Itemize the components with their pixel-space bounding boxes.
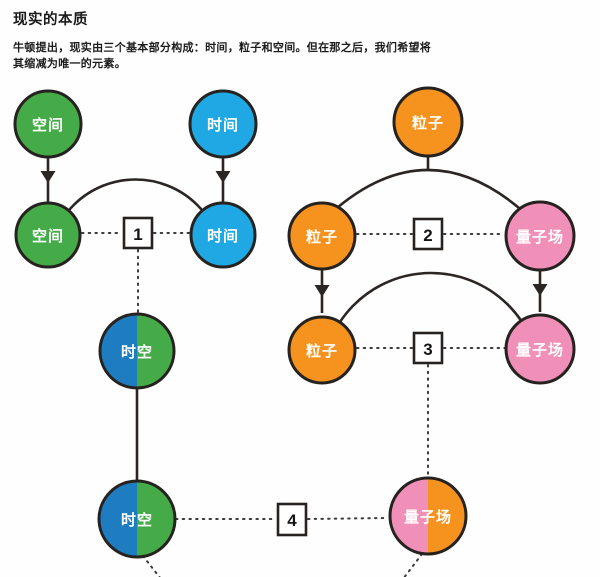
box-number: 2 <box>423 226 432 245</box>
box-frame <box>122 216 154 250</box>
spacetime-left-half <box>137 314 174 388</box>
intro-line-1: 牛顿提出，现实由三个基本部分构成：时间，粒子和空间。但在那之后，我们希望将 <box>13 42 432 54</box>
node-label: 粒子 <box>306 228 338 246</box>
node-space-top <box>13 89 83 159</box>
node-label: 量子场 <box>404 509 452 526</box>
node-label: 时间 <box>207 227 239 245</box>
arrowhead-icon <box>532 284 548 296</box>
intro-line-2: 其缩减为唯一的元素。 <box>13 57 126 70</box>
relation-box-2: 2 <box>412 217 444 251</box>
arrowhead-icon <box>314 285 330 297</box>
dotted-qfield-bottom-tail <box>403 553 423 577</box>
box-frame <box>412 217 444 251</box>
box-number: 1 <box>133 225 142 244</box>
node-label: 空间 <box>32 227 64 245</box>
relation-box-4: 4 <box>276 502 308 537</box>
box-number: 4 <box>287 511 297 530</box>
node-particle-top <box>392 86 464 158</box>
dotted-spacetime-bottom-tail <box>142 555 161 577</box>
qfield-left-half <box>428 478 466 554</box>
node-spacetime-bottom: 时空 <box>97 479 177 559</box>
node-label: 量子场 <box>516 342 564 359</box>
box-frame <box>276 502 308 537</box>
node-space-mid <box>14 201 82 269</box>
node-label: 时空 <box>121 343 153 361</box>
relation-box-1: 1 <box>122 216 154 250</box>
header: 现实的本质 牛顿提出，现实由三个基本部分构成：时间，粒子和空间。但在那之后，我们… <box>13 8 583 72</box>
arrowhead-icon <box>215 171 231 183</box>
node-label: 量子场 <box>516 229 564 246</box>
node-qfield-bottom: 量子场 <box>388 476 468 556</box>
relation-box-3: 3 <box>412 331 444 365</box>
node-particle-mid <box>287 201 357 271</box>
node-qfield-mid <box>504 200 576 272</box>
box-frame <box>412 331 444 365</box>
left-diagram: 空间 时间 空间 时间 时空 时空 <box>13 89 277 577</box>
node-label: 时空 <box>121 511 153 529</box>
node-time-mid <box>189 201 257 269</box>
dotted-box4-to-qfield-bottom <box>307 517 389 520</box>
right-diagram: 粒子 粒子 量子场 粒子 量子场 量子场 2 3 <box>287 86 576 577</box>
node-label: 时间 <box>207 116 239 134</box>
node-spacetime-mid: 时空 <box>98 312 176 390</box>
arrowhead-icon <box>40 171 56 183</box>
page-title: 现实的本质 <box>13 12 88 28</box>
node-label: 粒子 <box>412 114 444 132</box>
spacetime-right-half <box>100 314 137 388</box>
box-number: 3 <box>423 340 432 359</box>
qfield-outline <box>388 476 468 556</box>
node-particle-low <box>287 315 357 385</box>
node-qfield-low <box>504 313 576 385</box>
spacetime-outline <box>97 479 177 559</box>
spacetime-right-half <box>99 481 137 557</box>
spacetime-outline <box>98 312 176 390</box>
split-arc-particle <box>329 168 527 215</box>
qfield-right-half <box>390 478 428 554</box>
intro-paragraph: 牛顿提出，现实由三个基本部分构成：时间，粒子和空间。但在那之后，我们希望将 其缩… <box>13 41 583 72</box>
node-time-top <box>188 89 258 159</box>
node-label: 粒子 <box>306 342 338 360</box>
merge-arc-particle-qfield <box>320 271 542 384</box>
spacetime-left-half <box>137 481 175 557</box>
node-label: 空间 <box>32 116 64 134</box>
